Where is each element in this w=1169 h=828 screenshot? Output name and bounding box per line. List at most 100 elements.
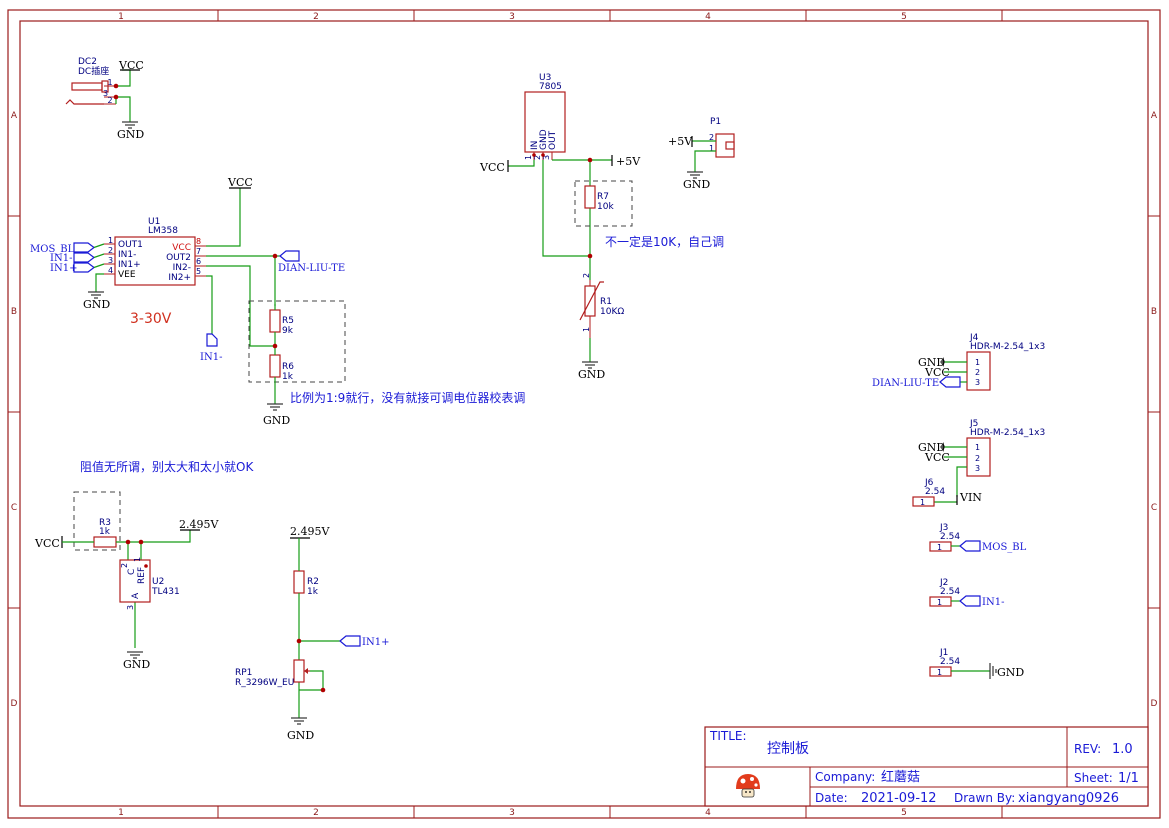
- dc2-value: DC插座: [78, 65, 109, 77]
- u3-plus5v-label: +5V: [616, 155, 641, 168]
- r2-ref: R2: [307, 577, 319, 587]
- date-value: 2021-09-12: [861, 791, 937, 806]
- r6-resistor[interactable]: R6 1k: [269, 354, 294, 382]
- j3-value: 2.54: [940, 532, 960, 542]
- j3-header[interactable]: J3 2.54 1: [929, 523, 960, 552]
- j2-value: 2.54: [940, 587, 960, 597]
- j1-value: 2.54: [940, 657, 960, 667]
- j5-header[interactable]: J5 HDR-M-2.54_1x3 1 2 3: [966, 419, 1045, 477]
- u1-lm358[interactable]: U1 LM358 1 2 3 4 OUT1 IN1- IN1+ VEE 8 7 …: [104, 217, 206, 286]
- j5-pin1: 1: [975, 443, 980, 452]
- r7-ref: R7: [597, 192, 609, 202]
- dc2-pin-1: 1: [107, 78, 112, 87]
- dc2-gnd-label: GND: [117, 128, 144, 141]
- row-label-left-b: B: [11, 307, 17, 317]
- u3-pin-in-name: IN: [530, 141, 540, 150]
- j2-header[interactable]: J2 2.54 1: [929, 578, 960, 607]
- u2-pin-a-name: A: [131, 592, 141, 599]
- u2-pin-c-name: C: [127, 569, 137, 575]
- u1-in1-plus-label: IN1+: [50, 263, 77, 274]
- r2-resistor[interactable]: R2 1k: [293, 570, 319, 597]
- drawn-by-label: Drawn By:: [954, 791, 1015, 805]
- u1-gnd-label: GND: [83, 298, 110, 311]
- u1-pin8-name: VCC: [172, 243, 191, 253]
- j4-header[interactable]: J4 HDR-M-2.54_1x3 1 2 3: [966, 333, 1045, 391]
- title-block: [704, 726, 1149, 807]
- row-label-right-b: B: [1151, 307, 1157, 317]
- r1-ref: R1: [600, 297, 612, 307]
- u3-7805-regulator[interactable]: U3 7805 IN GND OUT 1 2 3: [524, 73, 566, 160]
- r3-dashed-box: [73, 491, 121, 551]
- j4-dian-liu-te-flag: [939, 376, 961, 388]
- dian-liu-te-flag: [279, 250, 300, 262]
- u3-ref: U3: [539, 73, 551, 83]
- row-label-left-c: C: [11, 503, 17, 513]
- j4-pin2: 2: [975, 368, 980, 377]
- u1-in1-minus-port-label: IN1-: [200, 352, 222, 363]
- u1-pin3-num: 3: [108, 256, 113, 265]
- rev-value: 1.0: [1112, 742, 1133, 757]
- col-label-bottom-4: 4: [705, 808, 711, 818]
- r2-value: 1k: [307, 587, 319, 597]
- sheet-label: Sheet:: [1074, 771, 1113, 785]
- j1-header[interactable]: J1 2.54 1: [929, 648, 960, 677]
- tl431-gnd-symbol: [127, 651, 143, 659]
- u1-gnd-symbol: [88, 291, 104, 299]
- row-label-right-d: D: [1151, 699, 1158, 709]
- r1-pin2-num: 2: [582, 273, 591, 278]
- date-label: Date:: [815, 791, 848, 805]
- r5-resistor[interactable]: R5 9k: [269, 309, 294, 336]
- divider-gnd-label: GND: [263, 414, 290, 427]
- col-label-top-2: 2: [313, 12, 319, 22]
- p1-wires: [691, 136, 716, 172]
- r1-pin1-num: 1: [582, 327, 591, 332]
- r5-ref: R5: [282, 316, 294, 326]
- u1-ref: U1: [148, 217, 160, 227]
- r3-ref: R3: [99, 518, 111, 528]
- u2-pin2-num: 2: [120, 563, 129, 568]
- j6-pin1: 1: [920, 498, 925, 507]
- divider-dashed-box: [248, 300, 346, 383]
- u2-tl431[interactable]: C REF A 2 1 3 U2 TL431: [119, 557, 180, 610]
- r3-resistor[interactable]: R3 1k: [93, 518, 117, 548]
- rp1-potentiometer[interactable]: RP1 R_3296W_EU: [235, 659, 310, 688]
- col-label-top-1: 1: [118, 12, 124, 22]
- divider-gnd-symbol: [267, 403, 283, 411]
- j6-vin-label: VIN: [959, 491, 982, 504]
- col-label-top-4: 4: [705, 12, 711, 22]
- tl431-gnd-label: GND: [123, 658, 150, 671]
- r3-value: 1k: [99, 527, 111, 537]
- r2-2495v-label: 2.495V: [290, 525, 330, 538]
- j1-ref: J1: [939, 648, 948, 658]
- mushroom-logo-icon: [736, 774, 760, 798]
- dc2-vcc-label: VCC: [118, 59, 144, 72]
- u3-pin1-num: 1: [524, 155, 533, 160]
- r7-resistor[interactable]: R7 10k: [584, 185, 614, 212]
- u1-pin1-name: OUT1: [118, 240, 143, 250]
- u3-vcc-label: VCC: [479, 161, 505, 174]
- row-label-right-c: C: [1151, 503, 1157, 513]
- col-label-bottom-2: 2: [313, 808, 319, 818]
- rp1-gnd-symbol: [291, 717, 307, 725]
- drawn-by-value: xiangyang0926: [1018, 791, 1119, 806]
- j4-gnd-label: GND: [918, 356, 945, 369]
- j5-pin2: 2: [975, 454, 980, 463]
- r5-value: 9k: [282, 326, 294, 336]
- row-label-left-d: D: [11, 699, 18, 709]
- rp1-value: R_3296W_EU: [235, 678, 294, 688]
- u3-wires: [507, 153, 613, 362]
- row-label-right-a: A: [1151, 111, 1158, 121]
- p1-connector[interactable]: P1 2 1: [709, 117, 735, 158]
- sheet-frame: 1 2 3 4 5 1 2 3 4 5 A B C D A B C D: [7, 9, 1161, 819]
- j6-header[interactable]: J6 2.54 1: [912, 478, 945, 507]
- r2-rp1-wires: [296, 538, 340, 718]
- j5-value: HDR-M-2.54_1x3: [970, 428, 1045, 438]
- r1-thermistor[interactable]: R1 10KΩ 2 1: [579, 273, 624, 338]
- u3-pin-out-name: OUT: [548, 130, 558, 150]
- dc2-wires: [113, 69, 140, 122]
- r3-tl431-wires: [61, 529, 200, 648]
- rev-label: REV:: [1074, 742, 1101, 756]
- dc2-dc-jack[interactable]: DC2 DC插座 1 3 2: [65, 57, 116, 105]
- u1-in1-minus-label: IN1-: [50, 253, 72, 264]
